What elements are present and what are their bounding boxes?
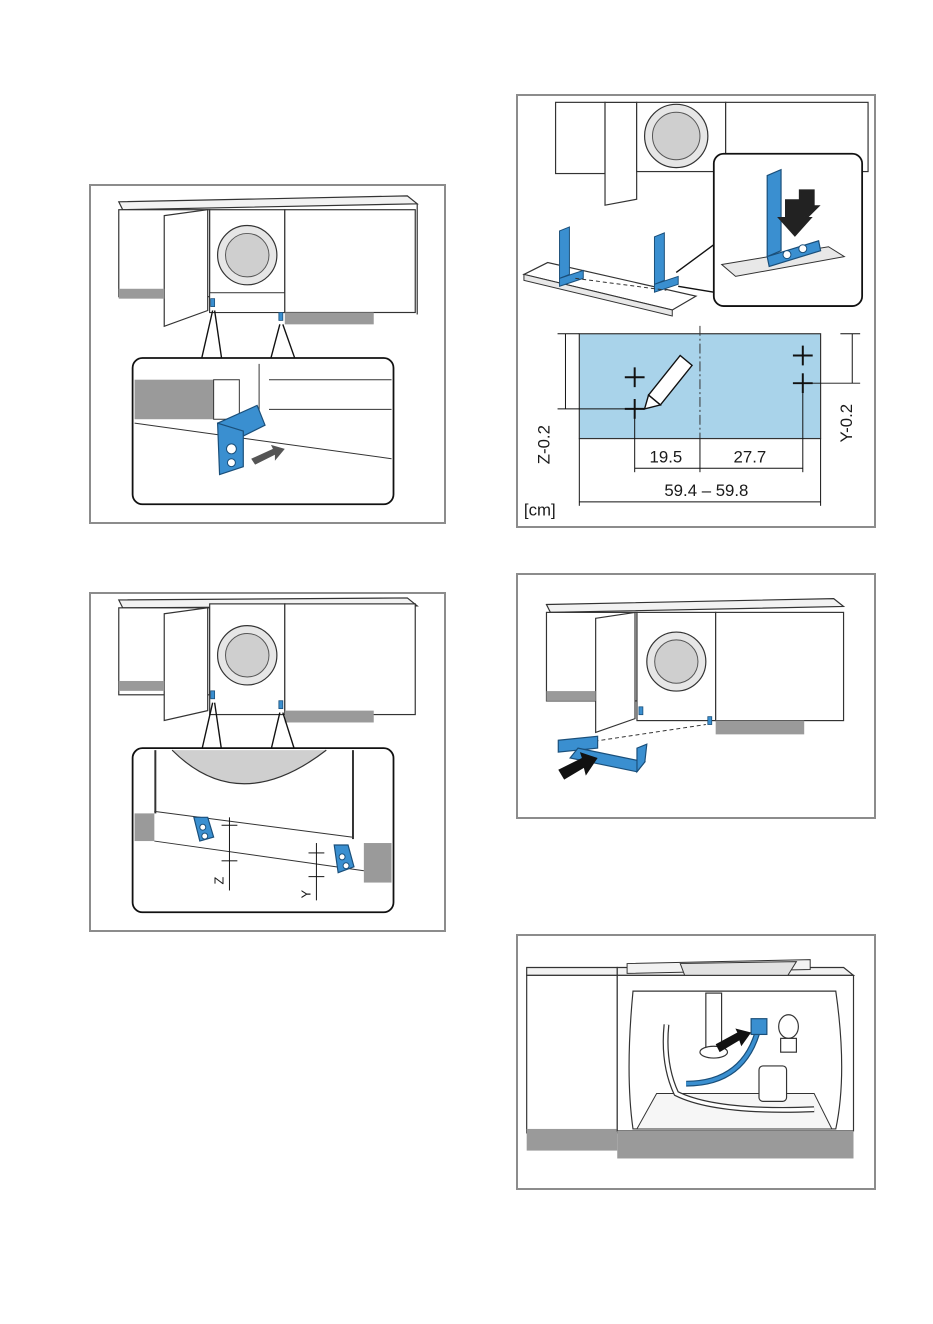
dim-left-label: 19.5 bbox=[650, 447, 683, 466]
figure-bracket-measurement: Z Y bbox=[89, 592, 446, 932]
illustration-bracket-measurement: Z Y bbox=[91, 594, 444, 930]
illustration-drilling-template: Z-0.2 Y-0.2 19.5 27.7 59.4 – 59.8 [cm] bbox=[518, 96, 874, 526]
illustration-plinth-insertion bbox=[518, 575, 874, 817]
figure-drilling-template: Z-0.2 Y-0.2 19.5 27.7 59.4 – 59.8 [cm] bbox=[516, 94, 876, 528]
dim-total-label: 59.4 – 59.8 bbox=[664, 481, 748, 500]
dim-z-label: Z-0.2 bbox=[535, 425, 554, 464]
unit-label: [cm] bbox=[524, 501, 556, 520]
illustration-bracket-insertion bbox=[91, 186, 444, 522]
illustration-hose-connection bbox=[518, 936, 874, 1188]
dim-right-label: 27.7 bbox=[734, 447, 767, 466]
figure-plinth-insertion bbox=[516, 573, 876, 819]
measure-y-label: Y bbox=[298, 889, 313, 898]
dim-y-label: Y-0.2 bbox=[837, 404, 856, 443]
figure-hose-connection bbox=[516, 934, 876, 1190]
measure-z-label: Z bbox=[212, 877, 227, 885]
figure-bracket-insertion bbox=[89, 184, 446, 524]
